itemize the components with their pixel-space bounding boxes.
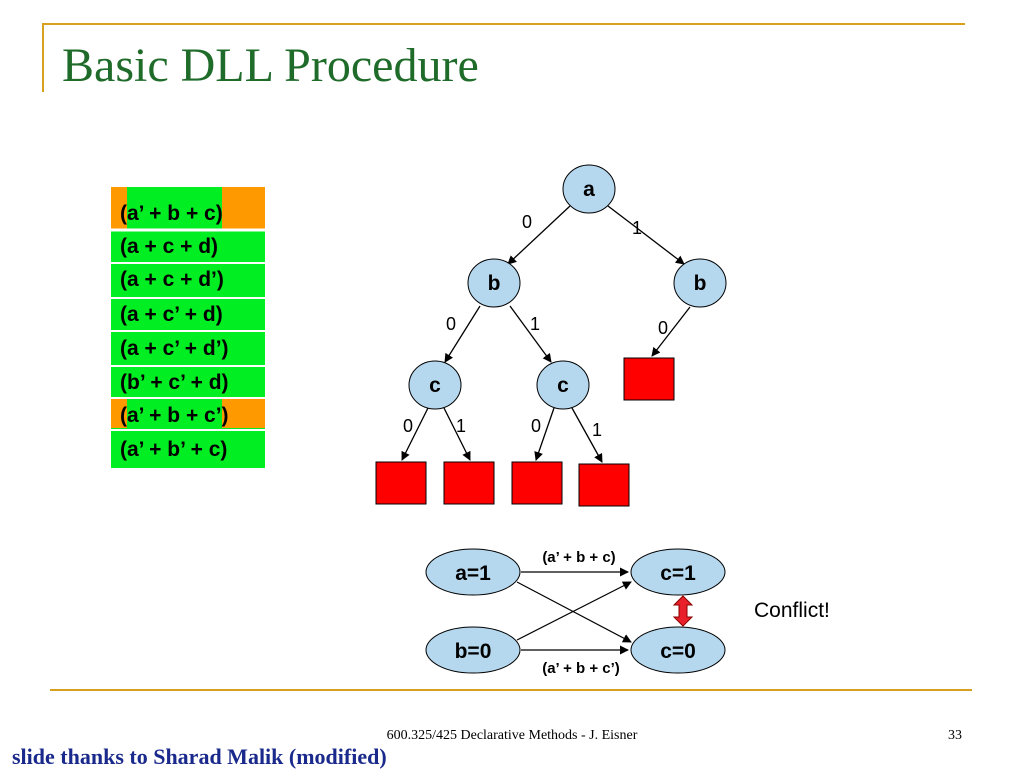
implication-node-a1 — [425, 548, 521, 596]
implication-node-label: a=1 — [455, 562, 491, 585]
implication-edge — [516, 581, 632, 643]
edge-label: 1 — [632, 218, 642, 238]
implication-node-c1 — [630, 548, 726, 596]
edge-label: 0 — [446, 314, 456, 334]
edge-label: 0 — [531, 416, 541, 436]
tree-edge — [443, 407, 471, 461]
implication-node-label: c=1 — [660, 562, 696, 585]
page-number: 33 — [948, 728, 962, 743]
implication-edge — [516, 581, 632, 641]
tree-edge — [444, 305, 481, 363]
tree-edge — [571, 407, 603, 463]
conflict-leaf — [623, 357, 675, 401]
clause-8: (a’ + b’ + c) — [120, 438, 227, 461]
tree-edge — [509, 305, 552, 363]
tree-node-label: c — [429, 374, 441, 397]
clause-list: (a’ + b + c) (a + c + d) (a + c + d’) (a… — [111, 187, 265, 468]
clause-highlight-7-right — [222, 398, 265, 428]
edge-label: 0 — [658, 318, 668, 338]
slide-credit: slide thanks to Sharad Malik (modified) — [12, 744, 387, 769]
tree-node-label: b — [488, 272, 501, 295]
conflict-arrow-icon — [672, 595, 694, 627]
clause-highlight-1-right — [222, 187, 265, 229]
tree-node-right — [673, 258, 727, 308]
conflict-leaf — [443, 461, 495, 505]
implication-clause-bottom: (a’ + b + c’) — [542, 660, 620, 677]
tree-edge — [507, 205, 571, 265]
clause-2: (a + c + d) — [120, 235, 218, 258]
implication-node-b0 — [425, 626, 521, 674]
clause-3: (a + c + d’) — [120, 268, 224, 291]
tree-node-label: c — [557, 374, 569, 397]
edge-label: 1 — [530, 314, 540, 334]
clause-4: (a + c’ + d) — [120, 303, 223, 326]
slide-title: Basic DLL Procedure — [62, 39, 479, 92]
conflict-leaf — [511, 461, 563, 505]
tree-edge — [401, 407, 429, 461]
edge-label: 0 — [522, 212, 532, 232]
implication-node-c0 — [630, 626, 726, 674]
edge-label: 1 — [456, 416, 466, 436]
implication-node-label: b=0 — [455, 640, 492, 663]
footer-course: 600.325/425 Declarative Methods - J. Eis… — [386, 728, 638, 743]
conflict-leaf — [578, 463, 630, 507]
conflict-label: Conflict! — [754, 599, 830, 622]
tree-node-left-right — [536, 360, 590, 410]
tree-edge — [607, 205, 685, 265]
clause-highlight-7-left — [111, 398, 127, 428]
tree-node-root — [562, 164, 616, 214]
clause-5: (a + c’ + d’) — [120, 337, 229, 360]
implication-clause-top: (a’ + b + c) — [542, 549, 615, 566]
tree-node-left — [467, 258, 521, 308]
tree-node-left-left — [408, 360, 462, 410]
tree-node-label: b — [694, 272, 707, 295]
edge-label: 1 — [592, 420, 602, 440]
tree-edge — [534, 407, 555, 461]
edge-label: 0 — [403, 416, 413, 436]
clause-1: (a’ + b + c) — [120, 202, 223, 225]
clause-6: (b’ + c’ + d) — [120, 371, 229, 394]
decision-tree: 0 1 0 1 0 0 1 0 1 a b b c c — [375, 164, 727, 507]
conflict-leaf — [375, 461, 427, 505]
tree-node-label: a — [583, 178, 595, 201]
implication-graph: a=1 b=0 c=1 c=0 (a’ + b + c) (a’ + b + c… — [425, 548, 830, 677]
tree-edge — [651, 306, 691, 357]
clause-7: (a’ + b + c’) — [120, 404, 229, 427]
clause-highlight-1-left — [111, 187, 127, 229]
implication-node-label: c=0 — [660, 640, 696, 663]
